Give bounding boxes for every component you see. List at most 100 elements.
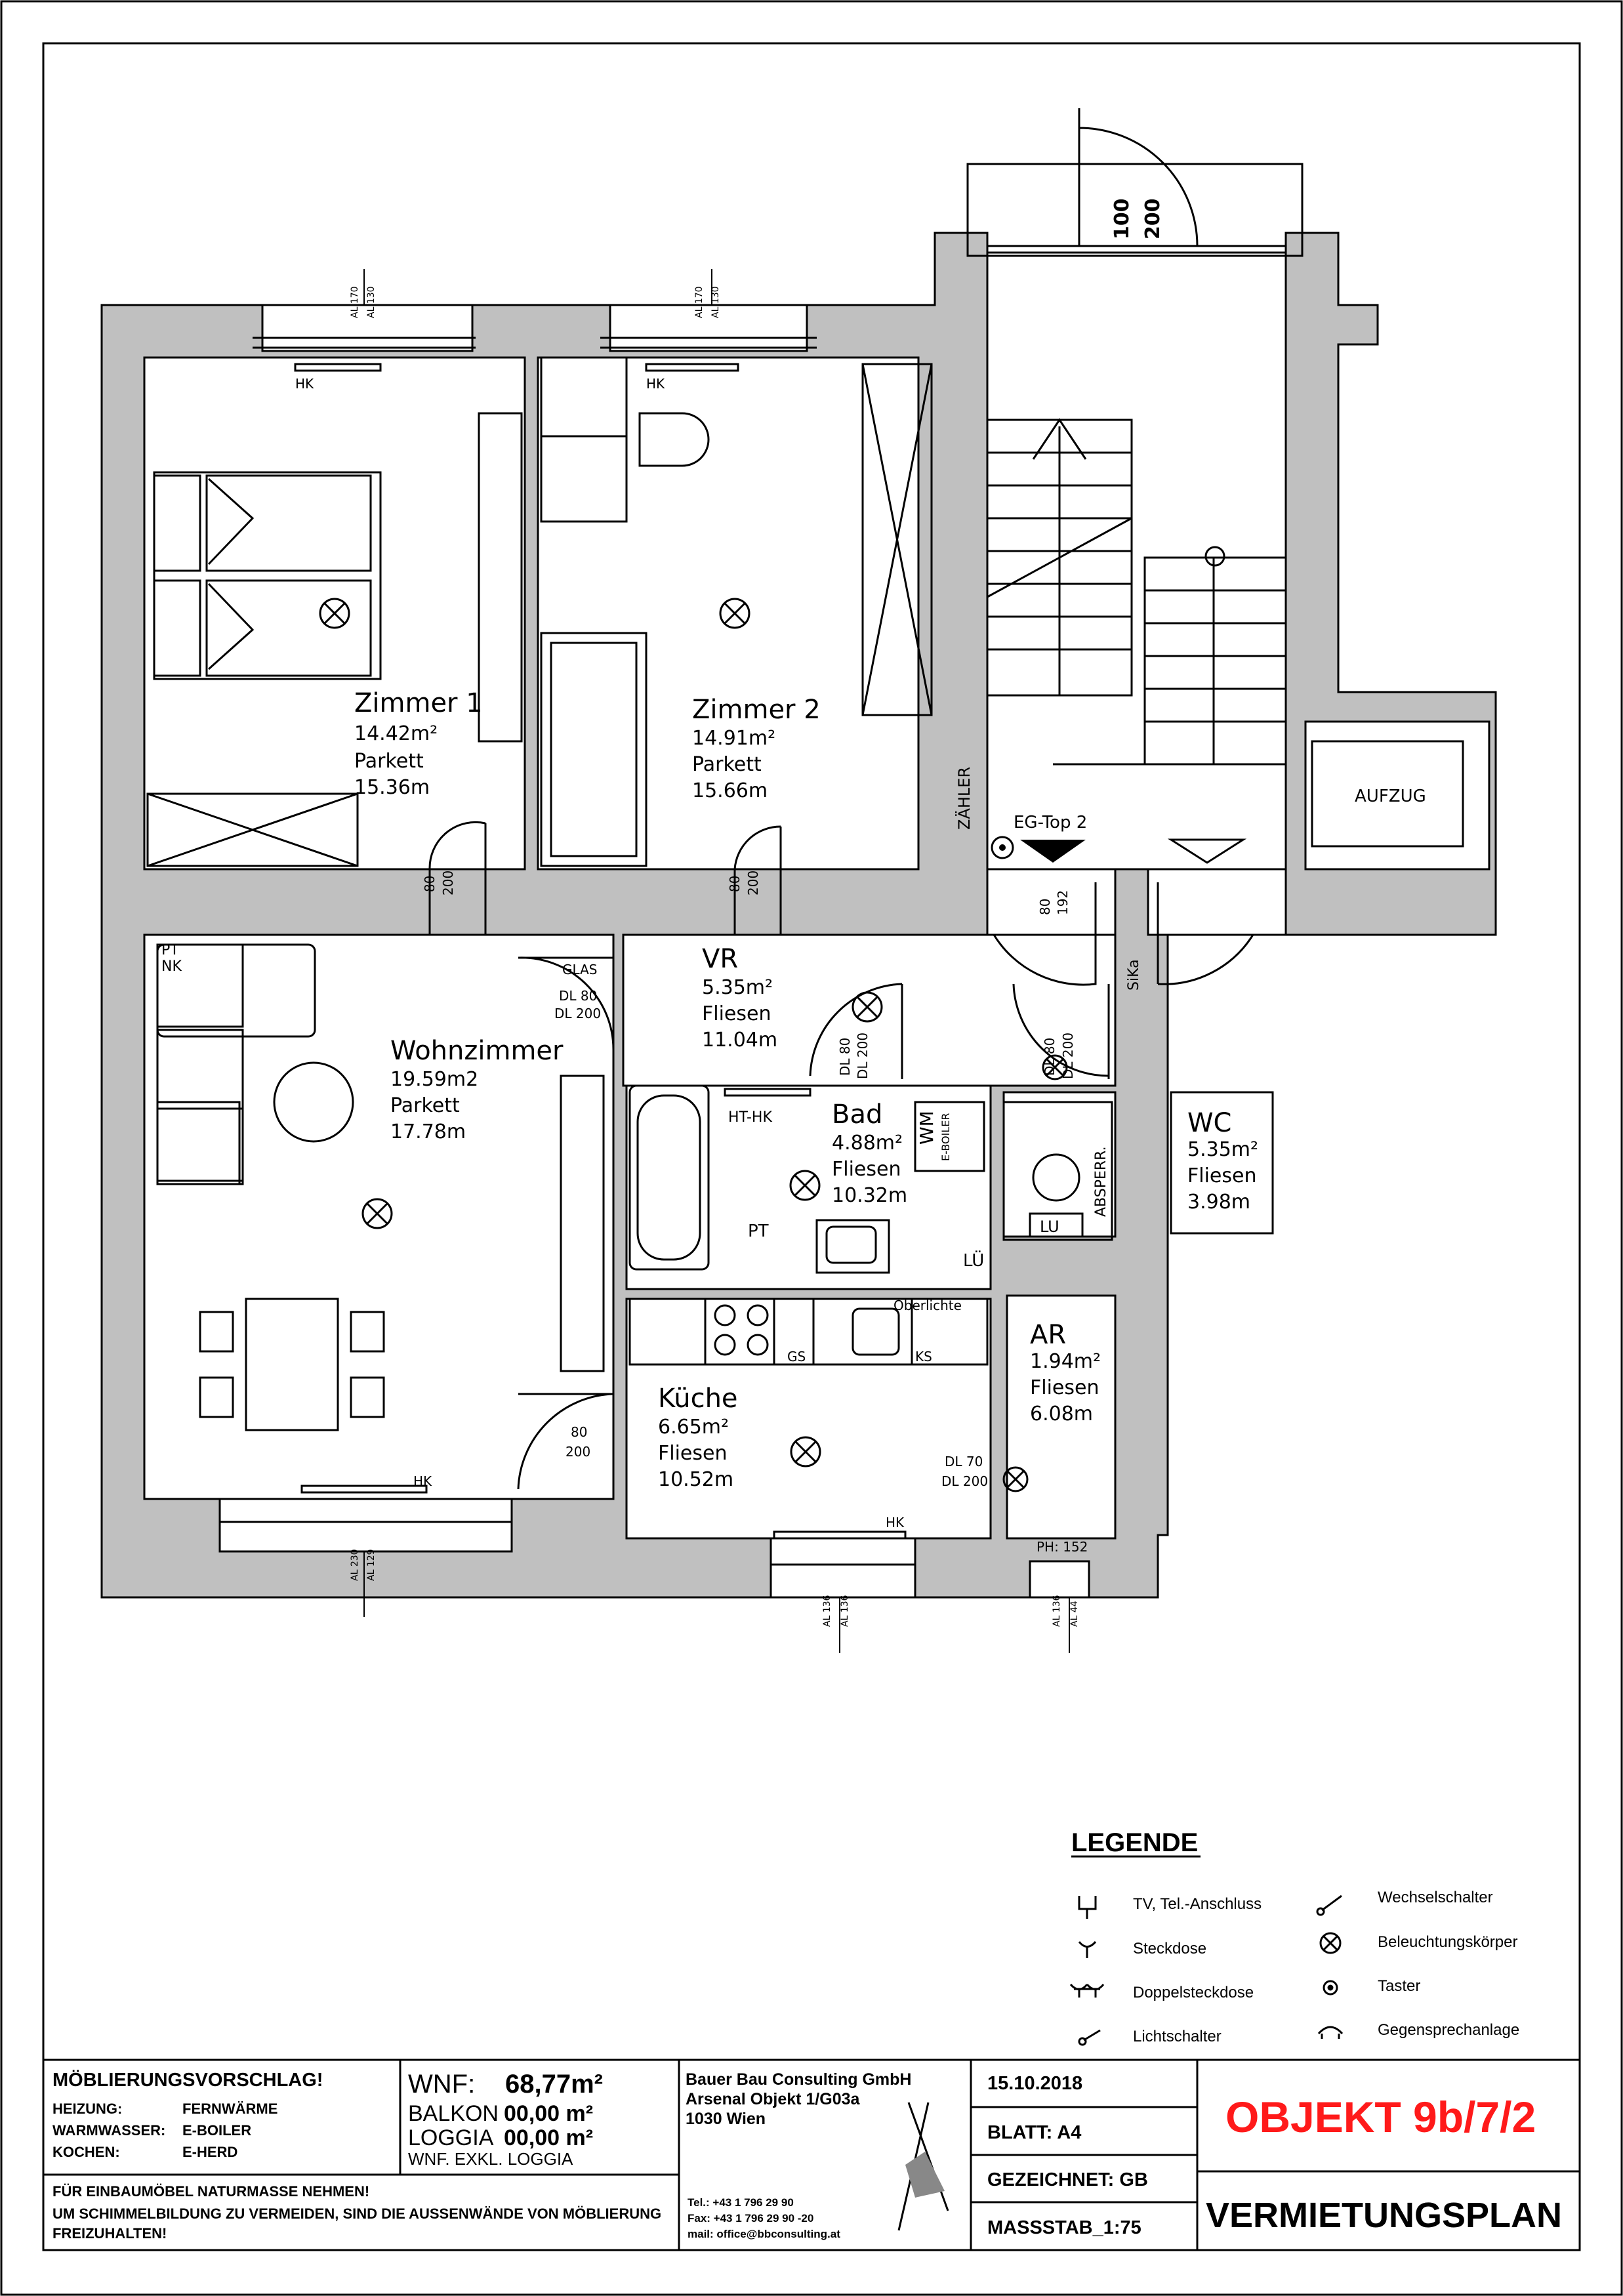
tv-socket-icon: [1078, 1896, 1097, 1919]
pt-label: PT: [748, 1221, 769, 1241]
door-width-label: 80: [422, 876, 438, 892]
room-name-ar: AR: [1030, 1320, 1066, 1350]
room-name-zimmer2: Zimmer 2: [692, 695, 821, 725]
light-fixture-icon: [1042, 1054, 1068, 1080]
dl80-label: DL 80: [559, 988, 597, 1004]
walls: [100, 232, 1497, 1599]
cooking-label: KOCHEN:: [52, 2144, 120, 2160]
window-sill-label: AL 230: [350, 1549, 360, 1581]
window-zimmer1: [261, 304, 474, 352]
room-area-vr: 5.35m²: [702, 976, 773, 999]
room-area-kueche: 6.65m²: [658, 1416, 729, 1439]
company-city: 1030 Wien: [686, 2110, 766, 2128]
heating-label: HEIZUNG:: [52, 2101, 122, 2117]
wm-label: WM: [916, 1111, 937, 1145]
window-sill-label: AL 136: [1052, 1595, 1062, 1627]
room-perimeter-zimmer2: 15.66m: [692, 779, 768, 802]
dl80-label: DL 80: [1042, 1038, 1058, 1076]
room-perimeter-vr: 11.04m: [702, 1029, 777, 1052]
cooking-value: E-HERD: [182, 2144, 237, 2160]
legend-label: Lichtschalter: [1133, 2028, 1222, 2045]
window-sill-label: AL 136: [822, 1595, 832, 1627]
drawing-frame: [42, 42, 1581, 2251]
door-height-label: 200: [440, 871, 456, 895]
window-sill-label: AL 129: [366, 1549, 377, 1581]
window-wohnzimmer: [218, 1498, 513, 1553]
company-mail: mail: office@bbconsulting.at: [688, 2228, 840, 2240]
dl70-label: DL 70: [945, 1454, 983, 1469]
window-sill-label: AL 44: [1069, 1601, 1080, 1627]
legend-label: TV, Tel.-Anschluss: [1133, 1895, 1262, 1913]
window-zimmer2: [609, 304, 808, 352]
room-floor-ar: Fliesen: [1030, 1376, 1099, 1399]
stair-marker: [1167, 838, 1247, 864]
light-fixture-icon: [1002, 1466, 1029, 1492]
window-sill-label: AL 130: [710, 286, 721, 318]
legend: LEGENDE TV, Tel.-Anschluss Steckdose Dop…: [1069, 1828, 1519, 2046]
window-sill-label: AL 170: [694, 286, 705, 318]
light-switch-icon: [1083, 2029, 1101, 2041]
room-perimeter-zimmer1: 15.36m: [354, 776, 430, 799]
light-fixture-icon: [852, 991, 883, 1023]
room-floor-wohnzimmer: Parkett: [390, 1094, 460, 1117]
windows: [218, 163, 1304, 1599]
hot-water-value: E-BOILER: [182, 2122, 251, 2139]
legend-label: Beleuchtungskörper: [1378, 1933, 1517, 1951]
loggia-value: 00,00 m²: [504, 2125, 593, 2150]
heating-value: FERNWÄRME: [182, 2101, 277, 2117]
furniture-bad: [628, 1084, 1113, 1274]
oberlichte-label: Oberlichte: [894, 1298, 962, 1313]
room-area-zimmer2: 14.91m²: [692, 727, 775, 750]
room-floor-bad: Fliesen: [832, 1158, 901, 1181]
absperr-label: ABSPERR.: [1093, 1146, 1109, 1217]
window-kueche: [770, 1537, 916, 1599]
light-fixture-icon: [361, 1198, 393, 1229]
glas-label: GLAS: [562, 962, 597, 977]
furniture-zimmer2: [540, 356, 933, 867]
furniture-zimmer1: [146, 363, 523, 867]
legend-label: Wechselschalter: [1378, 1889, 1493, 1906]
plan-type: VERMIETUNGSPLAN: [1206, 2196, 1562, 2235]
ph-label: PH: 152: [1037, 1539, 1088, 1555]
window-sill-label: AL 136: [840, 1595, 850, 1627]
room-name-vr: VR: [702, 944, 738, 974]
furniture-kueche: [628, 1298, 989, 1540]
door-width-label: 80: [571, 1424, 587, 1440]
mold-note-end: FREIZUHALTEN!: [52, 2225, 167, 2242]
toggle-switch-icon: [1321, 1895, 1342, 1912]
door-width-label: 80: [1037, 899, 1053, 915]
annotations: HK HK HK HK HT-HK GLAS DL 80 DL 200 DL 7…: [161, 198, 1164, 1627]
light-fixture-icon: [1319, 1932, 1342, 1954]
balcony-label: BALKON: [408, 2101, 499, 2126]
lu-label: LÜ: [963, 1250, 984, 1271]
dl80-label: DL 80: [837, 1038, 853, 1076]
push-button-icon: [1323, 1980, 1338, 1996]
room-perimeter-wohnzimmer: 17.78m: [390, 1120, 466, 1143]
nk-label: NK: [161, 958, 182, 975]
wnf-label: WNF:: [408, 2070, 475, 2099]
wnf-note: WNF. EXKL. LOGGIA: [408, 2149, 573, 2169]
door-button: [991, 836, 1014, 859]
room-floor-zimmer2: Parkett: [692, 753, 762, 776]
room-area-wohnzimmer: 19.59m2: [390, 1068, 478, 1091]
plan-date: 15.10.2018: [987, 2073, 1082, 2094]
meter-label: ZÄHLER: [955, 767, 974, 830]
title-block: [42, 2059, 1581, 2251]
wc-label-box: [1170, 1091, 1274, 1235]
intercom-icon: [1317, 2026, 1344, 2039]
company-fax: Fax: +43 1 796 29 90 -20: [688, 2212, 813, 2224]
ks-label: KS: [915, 1349, 932, 1364]
legend-label: Doppelsteckdose: [1133, 1984, 1254, 2001]
room-name-zimmer1: Zimmer 1: [354, 688, 483, 718]
dl200-label: DL 200: [554, 1006, 601, 1021]
door-height-label: 200: [745, 871, 761, 895]
socket-icon: [1078, 1940, 1097, 1958]
room-labels: Zimmer 1 14.42m² Parkett 15.36m Zimmer 2…: [354, 688, 1274, 1491]
light-fixture-icon: [790, 1436, 821, 1467]
dl200-label: DL 200: [1060, 1033, 1076, 1079]
room-area-ar: 1.94m²: [1030, 1350, 1101, 1373]
entrance-label: EG-Top 2: [1014, 813, 1087, 832]
balcony-outline: [966, 163, 1304, 257]
balcony-value: 00,00 m²: [504, 2101, 593, 2126]
room-floor-kueche: Fliesen: [658, 1442, 727, 1465]
